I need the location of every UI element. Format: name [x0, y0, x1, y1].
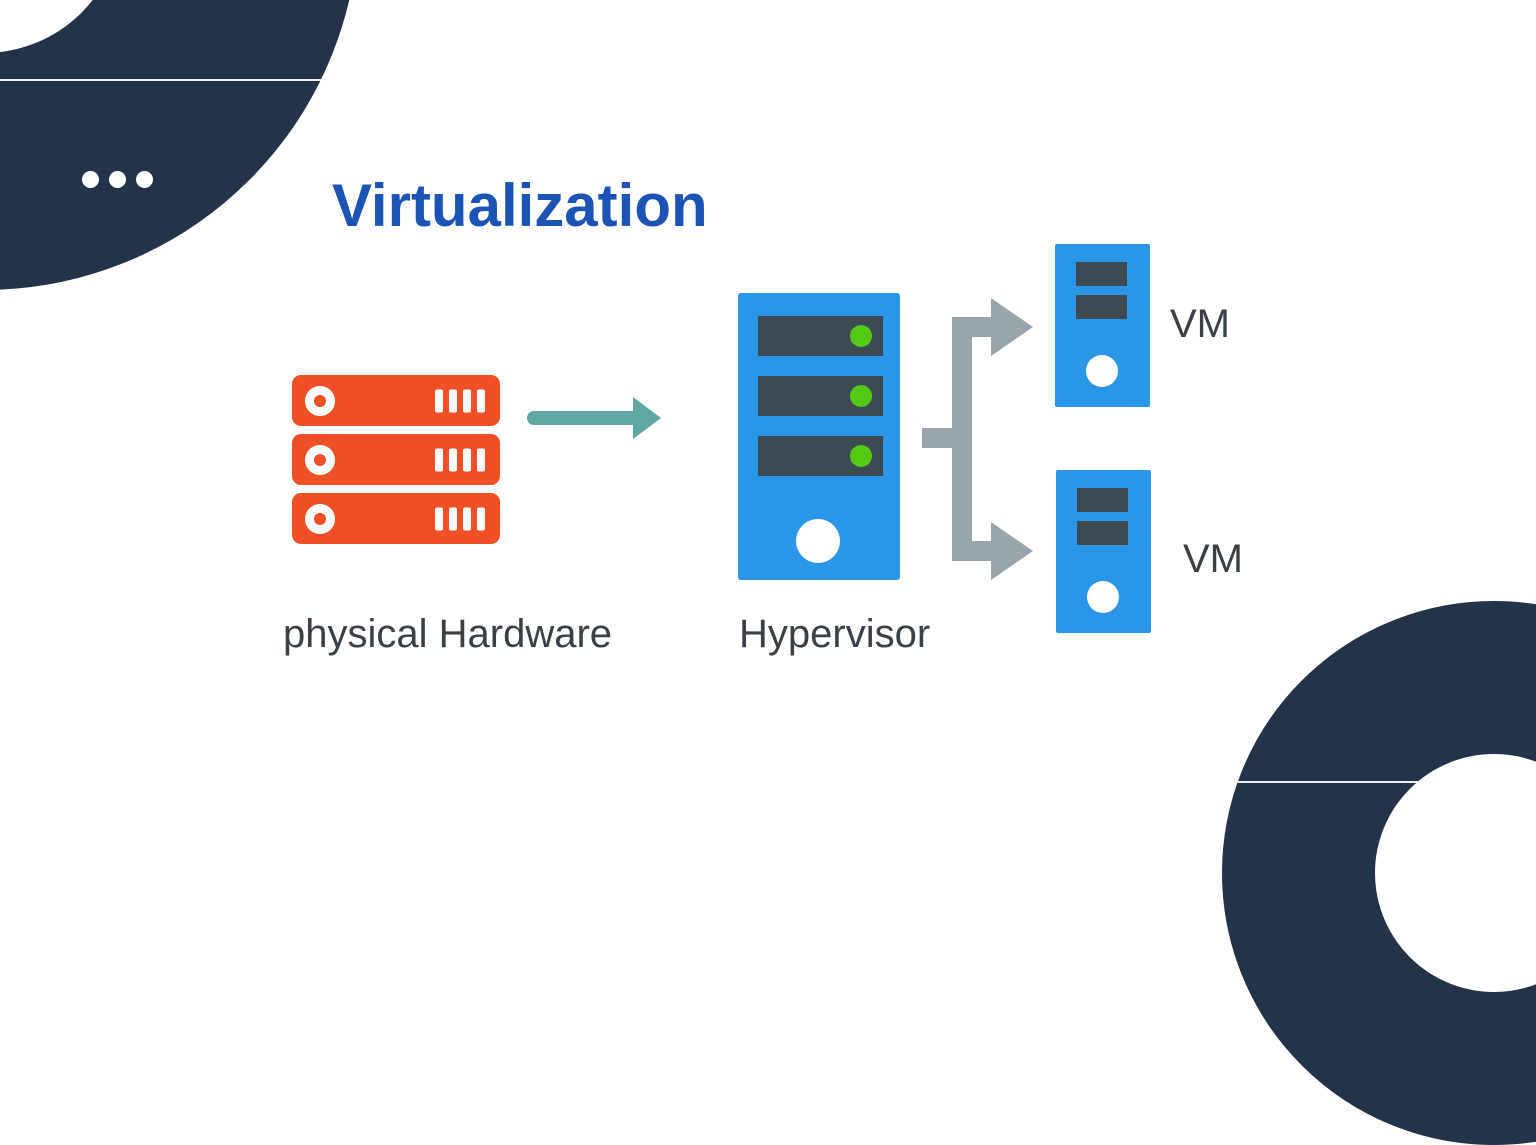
branch-arrow-head-bottom-icon	[991, 522, 1033, 580]
branch-connector-arm-top	[952, 317, 992, 337]
rack-vents-icon	[435, 507, 485, 530]
rack-unit	[292, 493, 500, 544]
rack-ring-icon	[305, 503, 335, 534]
hypervisor-icon	[738, 293, 900, 580]
server-slot	[758, 436, 883, 476]
vm-slot	[1077, 488, 1128, 512]
vm-slot	[1076, 295, 1127, 319]
physical-hardware-icon	[292, 375, 500, 544]
rack-unit	[292, 434, 500, 485]
power-button-icon	[1087, 581, 1119, 613]
dot-icon	[82, 171, 99, 188]
rack-vents-icon	[435, 389, 485, 412]
vm-label-1: VM	[1170, 302, 1230, 346]
server-slot	[758, 316, 883, 356]
dot-icon	[109, 171, 126, 188]
corner-ring-bottom-right	[1222, 601, 1536, 1145]
green-led-icon	[850, 385, 872, 407]
branch-connector-arm-bottom	[952, 541, 992, 561]
branch-connector-vertical	[952, 317, 972, 561]
rack-ring-icon	[305, 444, 335, 475]
power-button-icon	[1086, 355, 1118, 387]
green-led-icon	[850, 445, 872, 467]
rack-ring-icon	[305, 385, 335, 416]
vm-icon-1	[1055, 244, 1150, 407]
vm-slot	[1077, 521, 1128, 545]
vm-label-2: VM	[1183, 537, 1243, 581]
top-left-divider-line	[0, 79, 322, 81]
physical-hardware-label: physical Hardware	[283, 612, 613, 656]
bottom-right-divider-line	[1238, 781, 1418, 783]
three-dots-decoration	[82, 171, 153, 188]
branch-connector-stub	[922, 428, 954, 448]
branch-arrow-head-top-icon	[991, 298, 1033, 356]
vm-icon-2	[1056, 470, 1151, 633]
server-slot	[758, 376, 883, 416]
rack-vents-icon	[435, 448, 485, 471]
rack-unit	[292, 375, 500, 426]
green-led-icon	[850, 325, 872, 347]
slide-title: Virtualization	[332, 172, 708, 239]
right-arrow-head-icon	[633, 397, 661, 439]
power-button-icon	[796, 519, 840, 563]
right-arrow-icon	[527, 411, 639, 425]
vm-slot	[1076, 262, 1127, 286]
dot-icon	[136, 171, 153, 188]
hypervisor-label: Hypervisor	[739, 612, 931, 656]
corner-ring-top-left	[0, 0, 359, 290]
